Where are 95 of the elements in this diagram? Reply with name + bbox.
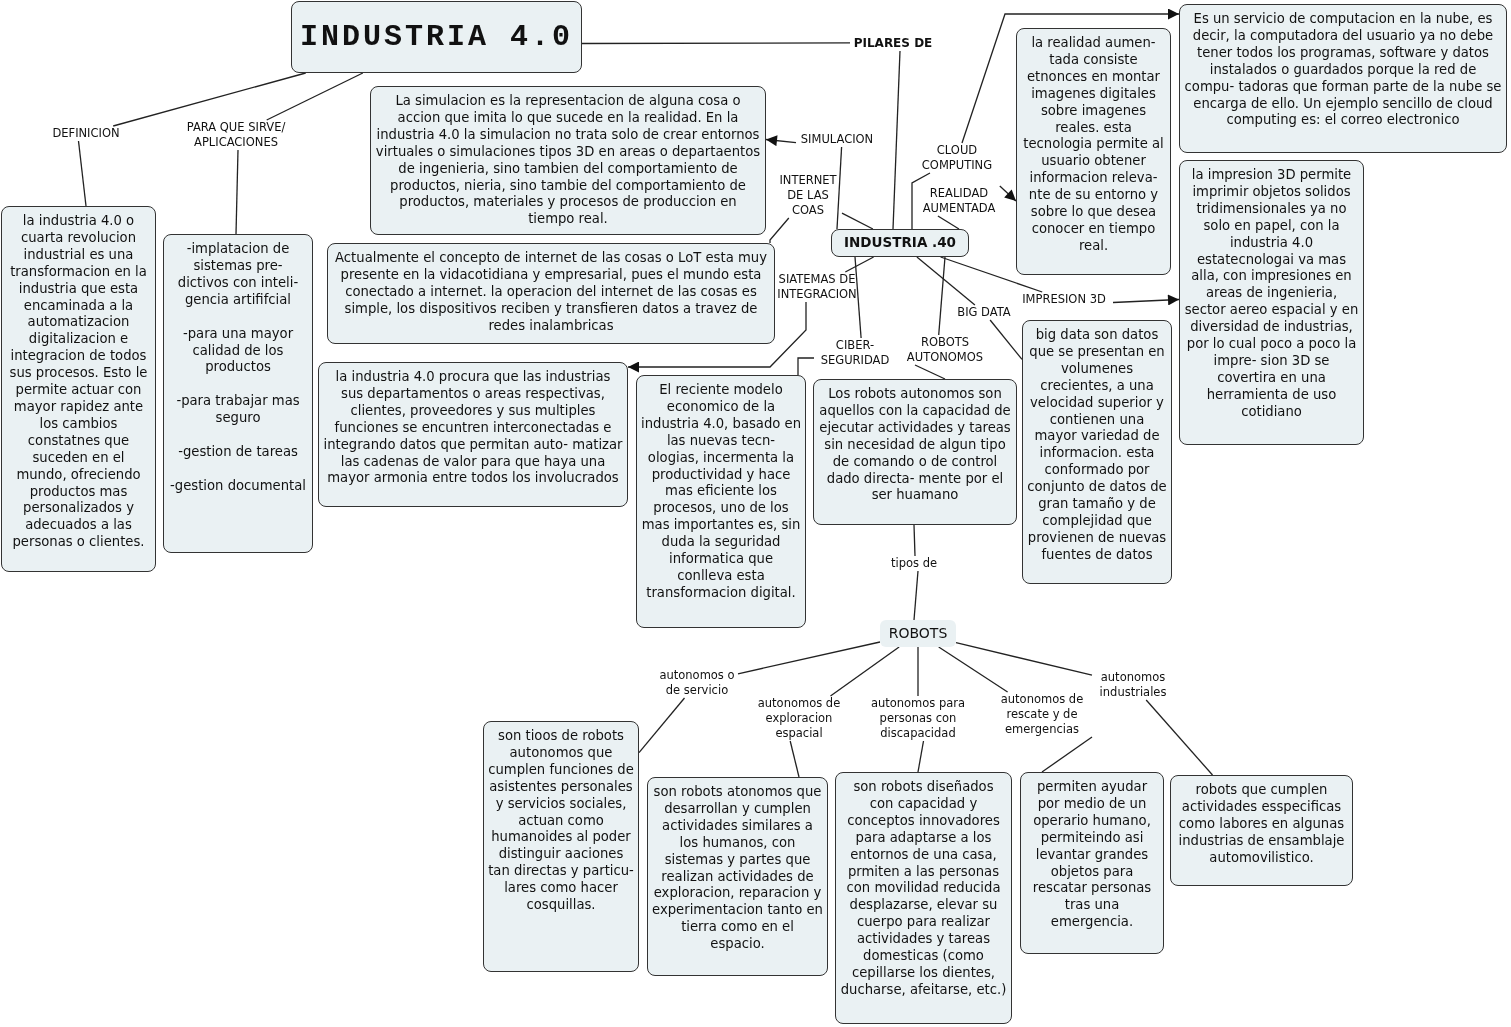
connector-line — [1145, 699, 1214, 776]
box-text: -para trabajar mas seguro — [175, 393, 301, 428]
box-text: big data son datos que se presentan en volumenes crecientes, a una velocidad superior y contienen una mayor variedad de informacion. esta conformado por conjunto de datos de gran tamaño y de complejidad que provienen de nuevas fuentes de datos — [1027, 327, 1167, 564]
connector-line — [844, 256, 875, 273]
linking-phrase: PARA QUE SIRVE/ APLICACIONES — [174, 120, 298, 150]
box-text: -gestion documental — [169, 478, 307, 495]
linking-phrase: tipos de — [884, 556, 944, 571]
connector-line — [938, 646, 1009, 693]
concept-box — [163, 234, 313, 553]
linking-phrase: SIATEMAS DE INTEGRACION — [774, 272, 860, 302]
box-text: robots que cumplen actividades esspecificas como labores en algunas industrias de ensamblaje automovilistico. — [1177, 782, 1346, 867]
connector-line — [737, 641, 881, 675]
concept-box — [647, 777, 828, 976]
linking-phrase: BIG DATA — [950, 305, 1018, 320]
concept-box — [1170, 775, 1353, 886]
box-text: permiten ayudar por medio de un operario humano, permiteindo asi levantar grandes objetos para rescatar personas tras una emergencia. — [1031, 779, 1153, 932]
arrow — [961, 8, 1180, 144]
concept-box — [1016, 28, 1171, 275]
connector-line — [77, 140, 87, 207]
connector-line — [829, 646, 900, 697]
concept-box — [483, 721, 639, 972]
connector-line — [955, 641, 1093, 676]
linking-phrase: IMPRESION 3D — [1015, 292, 1113, 307]
arrow — [765, 135, 797, 147]
title-text: INDUSTRIA 4.0 — [299, 20, 573, 54]
box-text: El reciente modelo economico de la industria 4.0, basado en las nuevas tecn- ologias, incermenta la productividad y hace mas eficiente los procesos, uno de los mas importantes es, sin duda la seguridad informatica que conlleva esta transformacion digital. — [641, 382, 801, 602]
connector-line — [939, 256, 1043, 293]
arrow — [1112, 294, 1180, 306]
connector-line — [769, 217, 790, 244]
connector-line — [917, 740, 925, 773]
connector-line — [112, 72, 307, 127]
connector-line — [836, 146, 843, 230]
concept-box — [880, 620, 956, 647]
concept-box — [318, 362, 628, 507]
connector-line — [913, 524, 916, 557]
connector-line — [1041, 736, 1093, 773]
connector-line — [917, 646, 919, 697]
title-box — [291, 1, 582, 73]
box-text: son robots atonomos que desarrollan y cumplen actividades similares a los humanos, con sistemas y partes que realizan actividades de exploracion, reparacion y experimentacion tanto en tierra como en el espacio. — [652, 784, 823, 954]
box-text: son tioos de robots autonomos que cumplen funciones de asistentes personales y servicios sociales, actuan como humanoides al poder distinguir aaciones tan directas y particu- lares como hacer cosquillas. — [488, 728, 634, 914]
concept-box — [636, 375, 806, 628]
box-text: -gestion de tareas — [177, 444, 299, 462]
connector-line — [937, 215, 960, 230]
box-text: INDUSTRIA .40 — [843, 234, 957, 250]
connector-line — [916, 256, 976, 306]
box-text: la realidad aumen- tada consiste etnonces en montar imagenes digitales sobre imagenes reales. esta tecnologia permite al usuario obtener informacion releva- nte de su entorno y sobre lo que desea conocer en tiempo real. — [1022, 35, 1165, 255]
arrow — [999, 185, 1017, 202]
linking-phrase: SIMULACION — [796, 132, 878, 147]
concept-box — [1179, 4, 1507, 153]
box-text: la industria 4.0 procura que las industrias sus departamentos o areas respectivas, clientes, proveedores y sus multiples funciones se encuntren interconectadas e integrando datos que permitan auto- matizar las cadenas de valor para que haya una mayor armonia entre todos los involucrados — [323, 369, 623, 488]
box-text: ROBOTS — [887, 625, 949, 641]
linking-phrase: autonomos o de servicio — [656, 668, 738, 698]
linking-phrase: DEFINICION — [44, 126, 128, 141]
connector-line — [911, 172, 931, 230]
concept-box — [831, 229, 969, 257]
linking-phrase: autonomos de exploracion espacial — [750, 696, 848, 741]
connector-line — [938, 256, 946, 336]
linking-phrase: PILARES DE — [850, 36, 936, 51]
box-text: Los robots autonomos son aquellos con la capacidad de ejecutar actividades y tareas sin necesidad de algun tipo de comando o de control dado directa- mente por el ser huamano — [818, 386, 1012, 505]
box-text: la industria 4.0 o cuarta revolucion industrial es una transformacion en la industria que esta encaminada a la automatizacion digitalizacion e integracion de todos sus procesos. Esto le permite actuar con mayor rapidez ante los cambios constatnes que suceden en el mundo, ofreciendo productos mas personalizados y adecuados a las personas o clientes. — [8, 213, 149, 552]
concept-box — [835, 772, 1012, 1024]
box-text: son robots diseñados con capacidad y conceptos innovadores para adaptarse a los entornos de una casa, prmiten a las personas con movilidad reducida desplazarse, elevar su cuerpo para realizar actividades y tareas domesticas (como cepillarse los dientes, ducharse, afeitarse, etc.) — [840, 779, 1007, 999]
linking-phrase: CIBER- SEGURIDAD — [814, 338, 896, 368]
concept-box — [1020, 772, 1164, 954]
linking-phrase: INTERNET DE LAS COAS — [774, 173, 842, 218]
concept-box — [1, 206, 156, 572]
box-text: -para una mayor calidad de los productos — [181, 325, 295, 377]
connector-line — [892, 50, 901, 230]
box-text: La simulacion es la representacion de alguna cosa o accion que imita lo que sucede en la realidad. En la industria 4.0 la simulacion no trata solo de crear entornos virtuales o simulaciones tipos 3D en areas o departaentos de ingenieria, sino tambien del comportamiento de productos, nieria, sino tambie del comportamiento de productos, materiales y procesos de produccion en tiempo real. — [375, 93, 761, 229]
linking-phrase: CLOUD COMPUTING — [915, 143, 999, 173]
linking-phrase: ROBOTS AUTONOMOS — [901, 335, 989, 365]
connector-line — [638, 697, 686, 754]
connector-line — [914, 364, 946, 380]
connector-line — [854, 256, 862, 339]
connector-line — [235, 149, 239, 235]
box-text: Es un servicio de computacion en la nube, es decir, la computadora del usuario ya no debe tener todos los programas, software y datos instalados o guardados porque la red de compu- tadoras que forman parte de la nube se encarga de ello. Un ejemplo sencillo de cloud computing es: el correo electronico — [1184, 11, 1502, 130]
box-text: Actualmente el concepto de internet de las cosas o LoT esta muy presente en la vidacotidiana y empresarial, pues el mundo esta conectado a internet. la operacion del internet de las cosas es simple, los dispositivos reciben y transfieren datos a travez de redes inalambricas — [334, 250, 768, 335]
concept-box — [813, 379, 1017, 525]
connector-line — [797, 357, 815, 376]
connector-line — [841, 212, 874, 230]
connector-line — [789, 740, 800, 778]
concept-box — [1022, 320, 1172, 584]
connector-line — [913, 570, 919, 621]
linking-phrase: autonomos para personas con discapacidad — [860, 696, 976, 741]
concept-box — [1179, 160, 1364, 445]
arrow — [627, 301, 807, 373]
connector-line — [989, 319, 1023, 361]
concept-box — [327, 243, 775, 344]
linking-phrase: autonomos industriales — [1092, 670, 1174, 700]
box-text: la impresion 3D permite imprimir objetos solidos tridimensionales ya no solo en papel, con la industria 4.0 estatecnologai va mas alla, con impresiones en areas de ingenieria, sector aereo espacial y en diversidad de industrias, por lo cual poco a poco la impre- sion 3D se covertira en una herramienta de uso cotidiano — [1184, 167, 1359, 421]
box-text: -implatacion de sistemas pre- dictivos con inteli- gencia artififcial — [176, 241, 300, 309]
connector-line — [581, 42, 851, 45]
linking-phrase: REALIDAD AUMENTADA — [917, 186, 1001, 216]
connector-line — [266, 72, 364, 121]
linking-phrase: autonomos de rescate y de emergencias — [990, 692, 1094, 737]
